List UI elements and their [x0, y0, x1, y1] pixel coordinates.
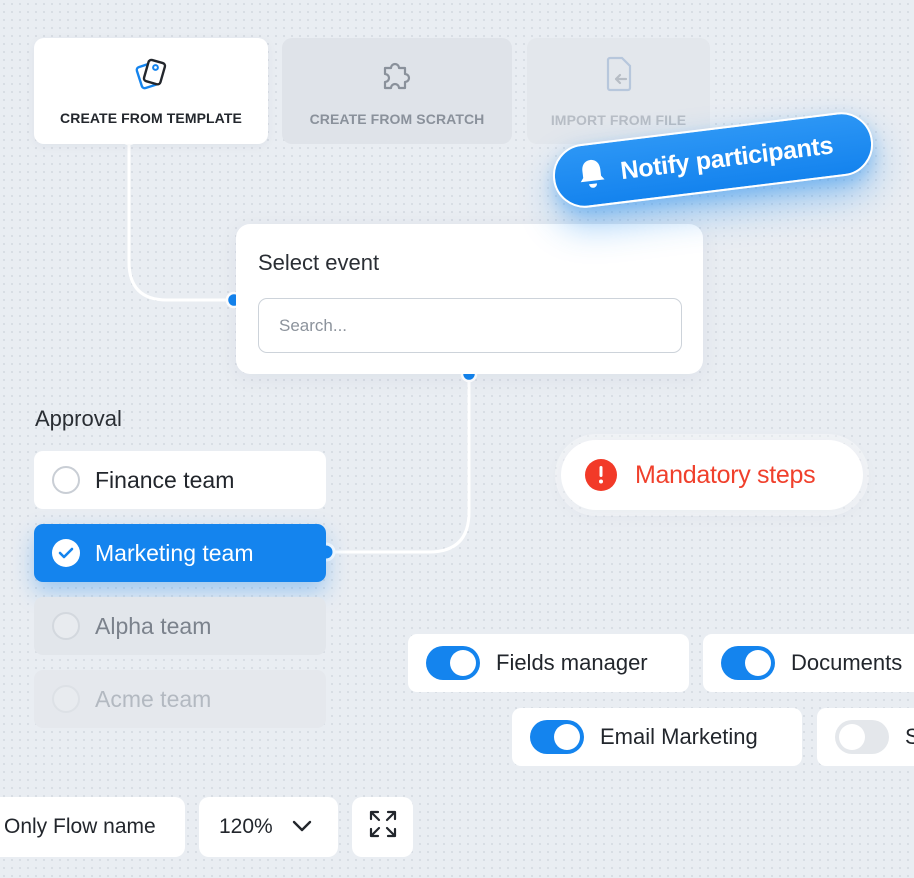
import-from-file-card[interactable]: IMPORT FROM FILE — [527, 38, 710, 144]
approval-option-acme[interactable]: Acme team — [34, 670, 326, 728]
check-circle-icon — [52, 539, 80, 567]
team-label: Marketing team — [95, 539, 254, 566]
team-label: Alpha team — [95, 612, 212, 639]
radio-unchecked-icon — [52, 685, 80, 713]
toggle-documents[interactable]: Documents — [703, 634, 914, 692]
toggle-label: Documents — [791, 650, 903, 675]
create-from-scratch-card[interactable]: CREATE FROM SCRATCH — [282, 38, 512, 144]
toggle-email-marketing[interactable]: Email Marketing — [512, 708, 802, 766]
chevron-down-icon — [291, 815, 313, 839]
template-icon — [131, 57, 171, 96]
mandatory-steps-pill[interactable]: Mandatory steps — [561, 440, 863, 510]
alert-icon — [585, 459, 617, 491]
create-from-scratch-label: CREATE FROM SCRATCH — [309, 110, 485, 127]
approval-label: Approval — [35, 406, 122, 431]
toggle-switch[interactable] — [721, 646, 775, 680]
event-search-input[interactable] — [258, 298, 682, 353]
notify-participants-label: Notify participants — [618, 130, 835, 185]
radio-unchecked-icon — [52, 466, 80, 494]
import-from-file-label: IMPORT FROM FILE — [550, 111, 687, 128]
radio-unchecked-icon — [52, 612, 80, 640]
file-import-icon — [602, 55, 636, 98]
toggle-label: S — [905, 724, 914, 749]
expand-icon — [368, 809, 398, 845]
notify-participants-pill[interactable]: Notify participants — [549, 108, 877, 212]
flow-name-label: Only Flow name — [4, 815, 156, 838]
zoom-select[interactable]: 120% — [199, 797, 338, 857]
team-label: Finance team — [95, 466, 235, 493]
toggle-fields-manager[interactable]: Fields manager — [408, 634, 689, 692]
approval-option-alpha[interactable]: Alpha team — [34, 597, 326, 655]
create-from-template-label: CREATE FROM TEMPLATE — [60, 109, 242, 126]
toggle-switch[interactable] — [426, 646, 480, 680]
toggle-partial[interactable]: S — [817, 708, 914, 766]
toggle-label: Fields manager — [496, 650, 648, 675]
puzzle-icon — [377, 56, 417, 97]
fullscreen-button[interactable] — [352, 797, 413, 857]
flow-name-filter-button[interactable]: Only Flow name — [0, 797, 185, 857]
team-label: Acme team — [95, 685, 212, 712]
approval-option-marketing[interactable]: Marketing team — [34, 524, 326, 582]
toggle-switch[interactable] — [835, 720, 889, 754]
bell-icon — [575, 155, 609, 195]
toggle-switch[interactable] — [530, 720, 584, 754]
toggle-label: Email Marketing — [600, 724, 758, 749]
create-from-template-card[interactable]: CREATE FROM TEMPLATE — [34, 38, 268, 144]
select-event-title: Select event — [258, 250, 380, 275]
select-event-card: Select event — [236, 224, 703, 374]
mandatory-steps-label: Mandatory steps — [635, 460, 816, 489]
zoom-value: 120% — [219, 815, 273, 838]
approval-option-finance[interactable]: Finance team — [34, 451, 326, 509]
